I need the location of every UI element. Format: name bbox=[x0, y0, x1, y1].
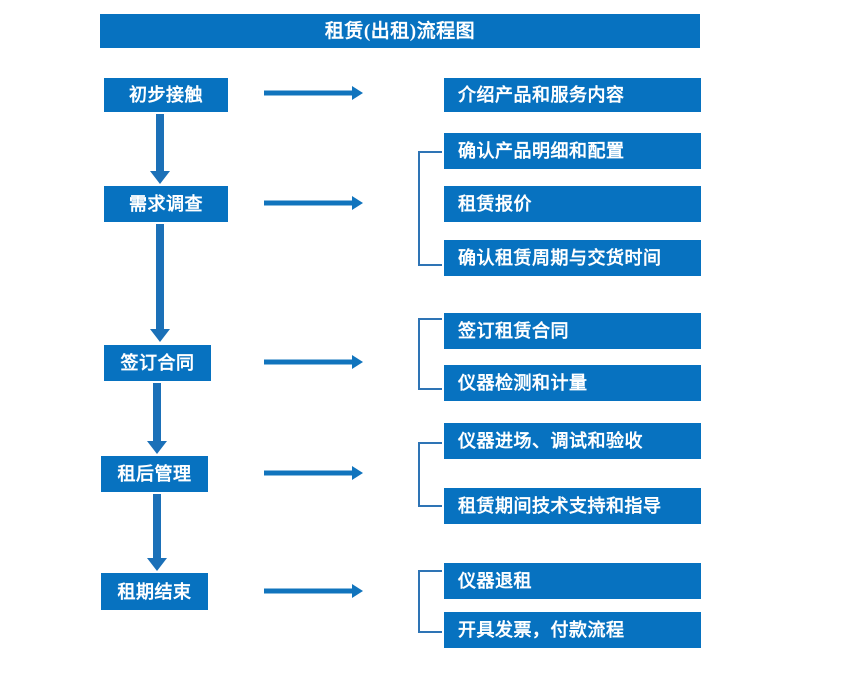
stage-box-租期结束[interactable]: 租期结束 bbox=[101, 573, 208, 610]
group-bracket-5 bbox=[418, 570, 442, 633]
stage-box-租后管理[interactable]: 租后管理 bbox=[101, 456, 208, 492]
flow-arrow-down-2 bbox=[146, 224, 174, 342]
flow-arrow-down-4 bbox=[143, 494, 171, 571]
flow-arrow-right-4 bbox=[264, 466, 363, 480]
flow-arrow-down-3 bbox=[143, 383, 171, 454]
detail-box-租赁报价[interactable]: 租赁报价 bbox=[444, 186, 701, 222]
detail-box-介绍产品和服务内容[interactable]: 介绍产品和服务内容 bbox=[444, 78, 701, 112]
stage-box-签订合同[interactable]: 签订合同 bbox=[104, 345, 211, 381]
group-bracket-3 bbox=[418, 318, 442, 390]
detail-box-仪器退租[interactable]: 仪器退租 bbox=[444, 563, 701, 599]
detail-box-租赁期间技术支持和指导[interactable]: 租赁期间技术支持和指导 bbox=[444, 488, 701, 524]
group-bracket-2 bbox=[418, 151, 442, 266]
flow-arrow-right-3 bbox=[264, 355, 363, 369]
group-bracket-4 bbox=[418, 442, 442, 507]
detail-box-确认租赁周期与交货时间[interactable]: 确认租赁周期与交货时间 bbox=[444, 240, 701, 276]
flow-arrow-right-5 bbox=[264, 584, 363, 598]
flow-arrow-right-2 bbox=[264, 196, 363, 210]
flow-arrow-right-1 bbox=[264, 86, 363, 100]
detail-box-仪器检测和计量[interactable]: 仪器检测和计量 bbox=[444, 365, 701, 401]
stage-box-需求调查[interactable]: 需求调查 bbox=[104, 186, 228, 222]
flow-arrow-down-1 bbox=[146, 114, 174, 184]
detail-box-开具发票付款流程[interactable]: 开具发票，付款流程 bbox=[444, 612, 701, 648]
diagram-title-banner: 租赁(出租)流程图 bbox=[100, 14, 700, 48]
stage-box-初步接触[interactable]: 初步接触 bbox=[104, 78, 228, 112]
detail-box-确认产品明细和配置[interactable]: 确认产品明细和配置 bbox=[444, 133, 701, 169]
detail-box-签订租赁合同[interactable]: 签订租赁合同 bbox=[444, 313, 701, 349]
detail-box-仪器进场调试和验收[interactable]: 仪器进场、调试和验收 bbox=[444, 423, 701, 459]
